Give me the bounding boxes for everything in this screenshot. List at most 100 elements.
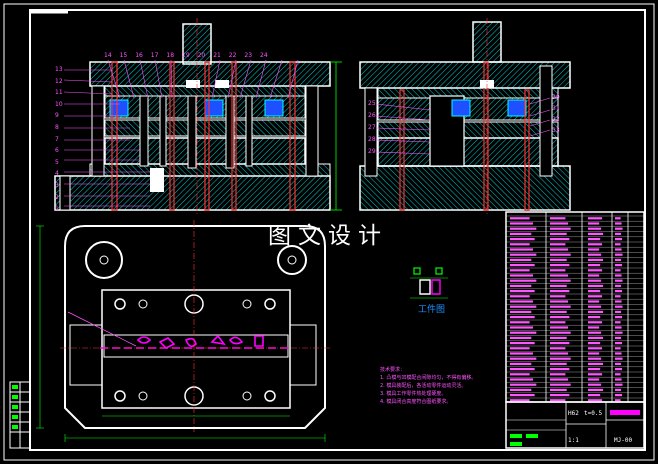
parts-list-cell — [550, 394, 570, 397]
parts-list-cell — [615, 357, 623, 360]
parts-list-cell — [510, 227, 537, 230]
parts-list-cell — [510, 305, 537, 308]
tech-note-line: 2. 模具装配后，各活动零件运动灵活。 — [380, 383, 467, 389]
parts-list-cell — [550, 232, 567, 235]
parts-list-cell — [615, 383, 623, 386]
parts-list — [505, 211, 645, 403]
parts-list-cell — [510, 336, 532, 339]
parts-list-cell — [510, 362, 532, 365]
parts-list-cell — [510, 238, 535, 241]
parts-list-cell — [588, 362, 604, 365]
parts-list-cell — [588, 248, 600, 251]
part-number-label: 15 — [119, 52, 128, 59]
watermark-text: 图文设计 — [268, 223, 388, 249]
parts-list-cell — [588, 347, 603, 350]
parts-list-cell — [615, 300, 622, 303]
parts-list-cell — [550, 342, 570, 345]
parts-list-cell — [588, 388, 604, 391]
tech-notes-title: 技术要求： — [380, 367, 406, 373]
parts-list-cell — [510, 368, 535, 371]
part-number-label: 12 — [55, 77, 63, 85]
parts-list-cell — [588, 279, 602, 282]
parts-list-cell — [510, 347, 530, 350]
parts-list-cell — [615, 295, 621, 298]
parts-list-cell — [510, 290, 535, 293]
parts-list-cell — [588, 217, 603, 220]
parts-list-cell — [615, 274, 622, 277]
parts-list-cell — [588, 290, 601, 293]
tech-note-line: 1. 凸模与凹模配合间隙均匀，不得有偏移。 — [380, 375, 477, 381]
part-number-label: 18 — [166, 52, 175, 59]
parts-list-cell — [510, 394, 535, 397]
parts-list-cell — [615, 326, 622, 329]
parts-list-cell — [615, 264, 623, 267]
parts-list-cell — [510, 388, 532, 391]
parts-list-cell — [550, 290, 570, 293]
parts-list-cell — [615, 290, 623, 293]
parts-list-cell — [550, 248, 569, 251]
parts-list-cell — [588, 305, 602, 308]
parts-list-cell — [550, 383, 571, 386]
part-number-label: 22 — [228, 52, 237, 59]
parts-list-cell — [615, 232, 622, 235]
title-block-scale: 1:1 — [568, 437, 579, 444]
title-block-thickness: t=0.5 — [584, 410, 603, 417]
parts-list-cell — [588, 383, 602, 386]
parts-list-cell — [615, 336, 622, 339]
parts-list-cell — [588, 295, 603, 298]
parts-list-cell — [588, 352, 600, 355]
parts-list-cell — [510, 253, 537, 256]
parts-list-cell — [588, 243, 603, 246]
parts-list-cell — [550, 258, 567, 261]
parts-list-cell — [615, 388, 622, 391]
parts-list-cell — [588, 316, 601, 319]
parts-list-cell — [550, 243, 566, 246]
parts-list-cell — [550, 269, 566, 272]
part-number-label: 17 — [150, 52, 159, 59]
parts-list-cell — [615, 258, 622, 261]
parts-list-cell — [615, 227, 623, 230]
parts-list-cell — [510, 269, 530, 272]
workpiece-caption: 工件图 — [418, 305, 446, 315]
part-number-label: 25 — [368, 100, 376, 107]
parts-list-cell — [615, 217, 621, 220]
part-number-label: 14 — [104, 52, 112, 59]
tech-note-line: 3. 模具工作零件热处理硬度。 — [380, 391, 447, 397]
part-number-label: 10 — [55, 100, 63, 108]
parts-list-cell — [550, 399, 566, 402]
parts-list-cell — [615, 394, 623, 397]
part-number-label: 16 — [135, 52, 143, 59]
part-number-label: 4 — [55, 170, 59, 178]
parts-list-cell — [550, 368, 570, 371]
part-number-label: 2 — [55, 193, 59, 201]
part-number-label: 26 — [368, 112, 376, 119]
parts-list-cell — [550, 336, 567, 339]
parts-list-cell — [588, 258, 604, 261]
parts-list-cell — [510, 326, 533, 329]
parts-list-cell — [510, 300, 533, 303]
part-number-label: 3 — [55, 182, 59, 189]
parts-list-cell — [588, 368, 601, 371]
part-number-label: 31 — [552, 105, 560, 112]
title-block-drawing-no: MJ-00 — [614, 437, 633, 444]
parts-list-cell — [510, 284, 532, 287]
parts-list-cell — [510, 295, 530, 298]
parts-list-cell — [615, 310, 622, 313]
parts-list-cell — [588, 310, 604, 313]
part-number-label: 1 — [55, 205, 59, 213]
parts-list-cell — [588, 274, 600, 277]
parts-list-cell — [510, 248, 533, 251]
parts-list-cell — [588, 357, 602, 360]
parts-list-cell — [550, 300, 569, 303]
parts-list-cell — [588, 300, 600, 303]
parts-list-cell — [588, 378, 600, 381]
parts-list-cell — [615, 305, 623, 308]
parts-list-cell — [510, 383, 537, 386]
part-number-label: 20 — [197, 52, 206, 59]
parts-list-cell — [550, 316, 570, 319]
parts-list-cell — [510, 316, 535, 319]
parts-list-cell — [615, 373, 621, 376]
parts-list-cell — [510, 399, 530, 402]
left-strip-table — [9, 381, 31, 449]
tech-note-line: 4. 模具闭合高度符合图纸要求。 — [380, 399, 452, 405]
